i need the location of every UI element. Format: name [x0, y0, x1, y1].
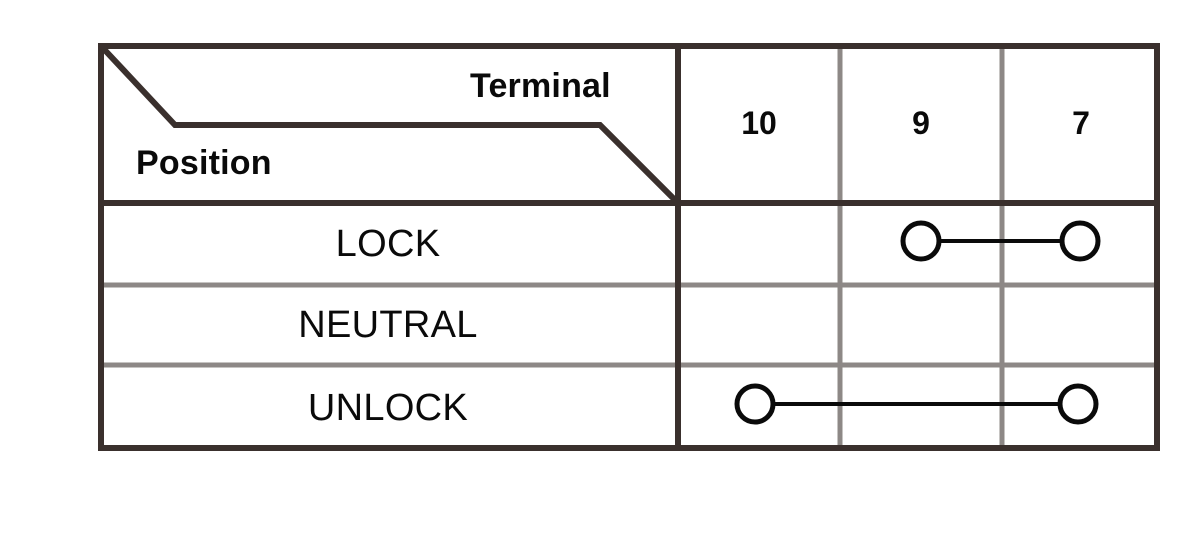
header-corner-diagonal [98, 43, 681, 206]
row-label-neutral: NEUTRAL [298, 303, 478, 346]
terminal-node-lock-7 [1059, 220, 1101, 262]
row-label-lock: LOCK [335, 222, 441, 265]
header-column-axis-label: Terminal [470, 67, 611, 105]
terminal-node-unlock-10 [734, 383, 776, 425]
row-label-unlock: UNLOCK [307, 386, 469, 429]
terminal-header-7: 7 [1072, 104, 1090, 141]
terminal-node-unlock-7 [1057, 383, 1099, 425]
connection-lock-9-7 [900, 220, 1101, 262]
terminal-header-9: 9 [912, 104, 930, 141]
connection-unlock-10-7 [734, 383, 1099, 425]
terminal-position-continuity-table: Terminal Position 10 9 7 LOCK NEUTRAL UN… [98, 43, 1160, 451]
header-row-axis-label: Position [136, 144, 272, 182]
table-outer-border [98, 43, 1160, 451]
terminal-header-10: 10 [741, 104, 777, 141]
table-grid-and-connections [98, 43, 1160, 451]
terminal-node-lock-9 [900, 220, 942, 262]
